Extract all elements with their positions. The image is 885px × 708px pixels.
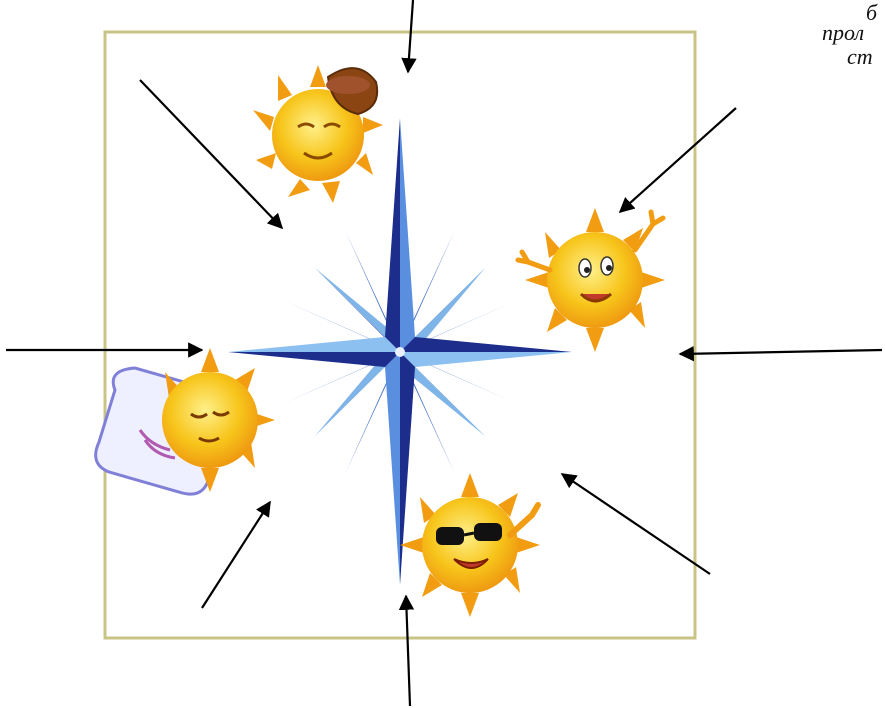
cutoff-text-line-2: прол	[822, 20, 864, 46]
cutoff-text-line-3: ст	[847, 44, 873, 70]
cutoff-text-line-1: б	[866, 0, 877, 26]
arrow-east	[680, 350, 882, 354]
